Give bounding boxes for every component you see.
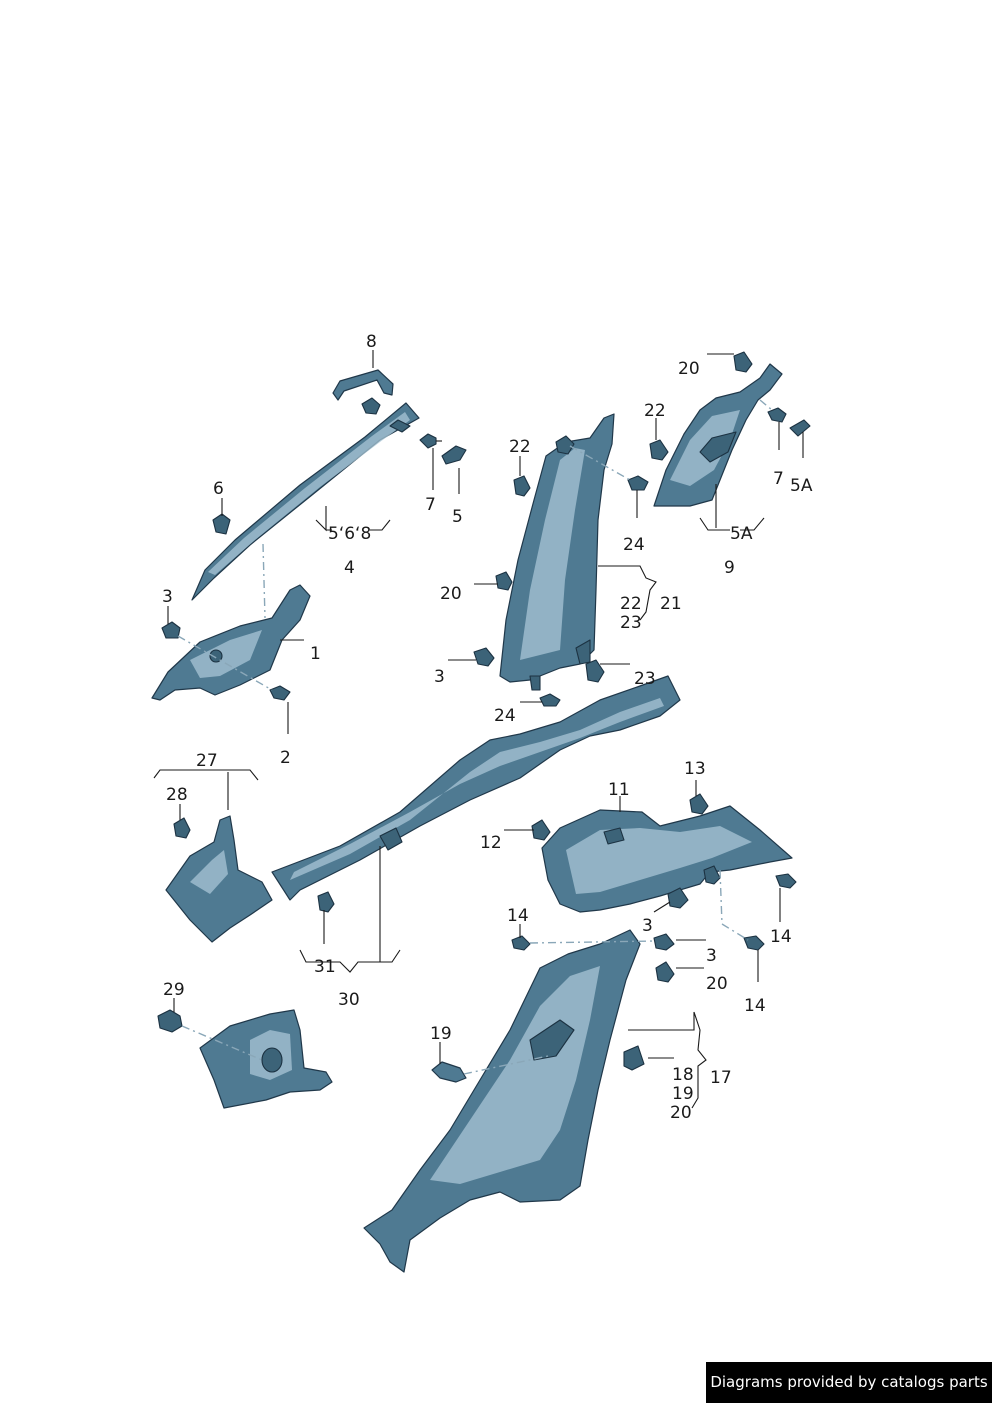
callout-13: 13	[684, 759, 706, 779]
callout-7: 7	[425, 495, 436, 515]
screw-14-right[interactable]	[775, 873, 797, 889]
part-27-kick-panel[interactable]	[165, 815, 273, 943]
callout-3: 3	[706, 946, 717, 966]
screw-7-b[interactable]	[767, 407, 787, 423]
callout-17: 17	[710, 1068, 732, 1088]
callout-5A: 5A	[730, 524, 753, 544]
clip-20-b-pillar[interactable]	[495, 571, 513, 591]
clip-3-rear[interactable]	[667, 887, 689, 909]
callout-11: 11	[608, 780, 630, 800]
clip-22-b-pillar[interactable]	[513, 475, 531, 497]
callout-18: 18	[672, 1065, 694, 1085]
callout-6: 6	[213, 479, 224, 499]
callout-28: 28	[166, 785, 188, 805]
screw-2[interactable]	[269, 685, 291, 701]
clip-18[interactable]	[623, 1045, 645, 1071]
callout-29: 29	[163, 980, 185, 1000]
part-9-c-pillar-trim[interactable]	[653, 363, 783, 507]
callout-12: 12	[480, 833, 502, 853]
clip-22-c-pillar[interactable]	[649, 439, 669, 461]
callout-22: 22	[620, 594, 642, 614]
callout-31: 31	[314, 957, 336, 977]
clip-3-left[interactable]	[161, 621, 181, 639]
callout-4: 4	[344, 558, 355, 578]
clip-5[interactable]	[441, 445, 467, 465]
clip-31[interactable]	[317, 891, 335, 913]
callout-20: 20	[440, 584, 462, 604]
clip-on-b-pillar-top[interactable]	[555, 435, 575, 455]
clip-3-b-pillar[interactable]	[473, 647, 495, 667]
callout-19: 19	[430, 1024, 452, 1044]
leader-lines	[153, 350, 804, 1109]
screw-14-left[interactable]	[511, 935, 531, 951]
callout-23: 23	[634, 669, 656, 689]
callout-9: 9	[724, 558, 735, 578]
callout-21: 21	[660, 594, 682, 614]
clip-near-a-pillar[interactable]	[361, 397, 381, 415]
callout-24: 24	[494, 706, 516, 726]
clip-13[interactable]	[689, 793, 709, 815]
clip-28[interactable]	[173, 817, 191, 839]
callout-5: 5	[452, 507, 463, 527]
clip-11-bottom[interactable]	[703, 865, 721, 885]
callout-3: 3	[162, 587, 173, 607]
callout-30: 30	[338, 990, 360, 1010]
screw-24-upper[interactable]	[627, 475, 649, 491]
callout-14: 14	[507, 906, 529, 926]
screw-24-lower[interactable]	[539, 693, 561, 707]
callout-20: 20	[706, 974, 728, 994]
attribution-banner: Diagrams provided by catalogs parts	[706, 1362, 992, 1403]
callout-1: 1	[310, 644, 321, 664]
clip-20-c-pillar[interactable]	[733, 351, 753, 373]
clip-5A[interactable]	[789, 419, 811, 437]
screw-7-a[interactable]	[419, 433, 442, 449]
callout-23: 23	[620, 613, 642, 633]
clip-6[interactable]	[212, 513, 231, 535]
callout-2: 2	[280, 748, 291, 768]
callout-20: 20	[678, 359, 700, 379]
screw-14-lower[interactable]	[743, 935, 765, 951]
callout-14: 14	[770, 927, 792, 947]
clip-3-upper-17[interactable]	[653, 933, 675, 951]
part-30-sill-trim[interactable]	[271, 675, 681, 901]
callout-7: 7	[773, 469, 784, 489]
part-29-rear-small-panel[interactable]	[199, 1009, 333, 1109]
callout-27: 27	[196, 751, 218, 771]
callout-20: 20	[670, 1103, 692, 1123]
clip-29[interactable]	[157, 1009, 183, 1033]
callout-24: 24	[623, 535, 645, 555]
callout-19: 19	[672, 1084, 694, 1104]
part-17-rear-quarter-trim[interactable]	[363, 929, 641, 1273]
assembly-lines	[177, 399, 773, 1075]
clip-12[interactable]	[531, 819, 551, 841]
part-1-dash-side-trim[interactable]	[151, 584, 311, 701]
callout-labels: 8 20 22 22 6 7 5 7 5A 5‘6‘8 5A 4 9 24 3 …	[162, 332, 813, 1123]
callout-5A: 5A	[790, 476, 813, 496]
callout-22: 22	[509, 437, 531, 457]
part-11-rear-side-trim[interactable]	[541, 805, 793, 913]
clip-23-b-pillar[interactable]	[585, 659, 605, 683]
clip-20-rear[interactable]	[655, 961, 675, 983]
callout-8: 8	[366, 332, 377, 352]
part-8-bracket[interactable]	[332, 369, 394, 401]
callout-3: 3	[434, 667, 445, 687]
callout-5-6-8: 5‘6‘8	[328, 524, 371, 544]
part-4-a-pillar-trim[interactable]	[191, 402, 420, 601]
callout-14: 14	[744, 996, 766, 1016]
callout-3: 3	[642, 916, 653, 936]
part-21-b-pillar-upper-trim[interactable]	[499, 413, 615, 691]
clip-19-hook[interactable]	[431, 1061, 467, 1083]
callout-22: 22	[644, 401, 666, 421]
